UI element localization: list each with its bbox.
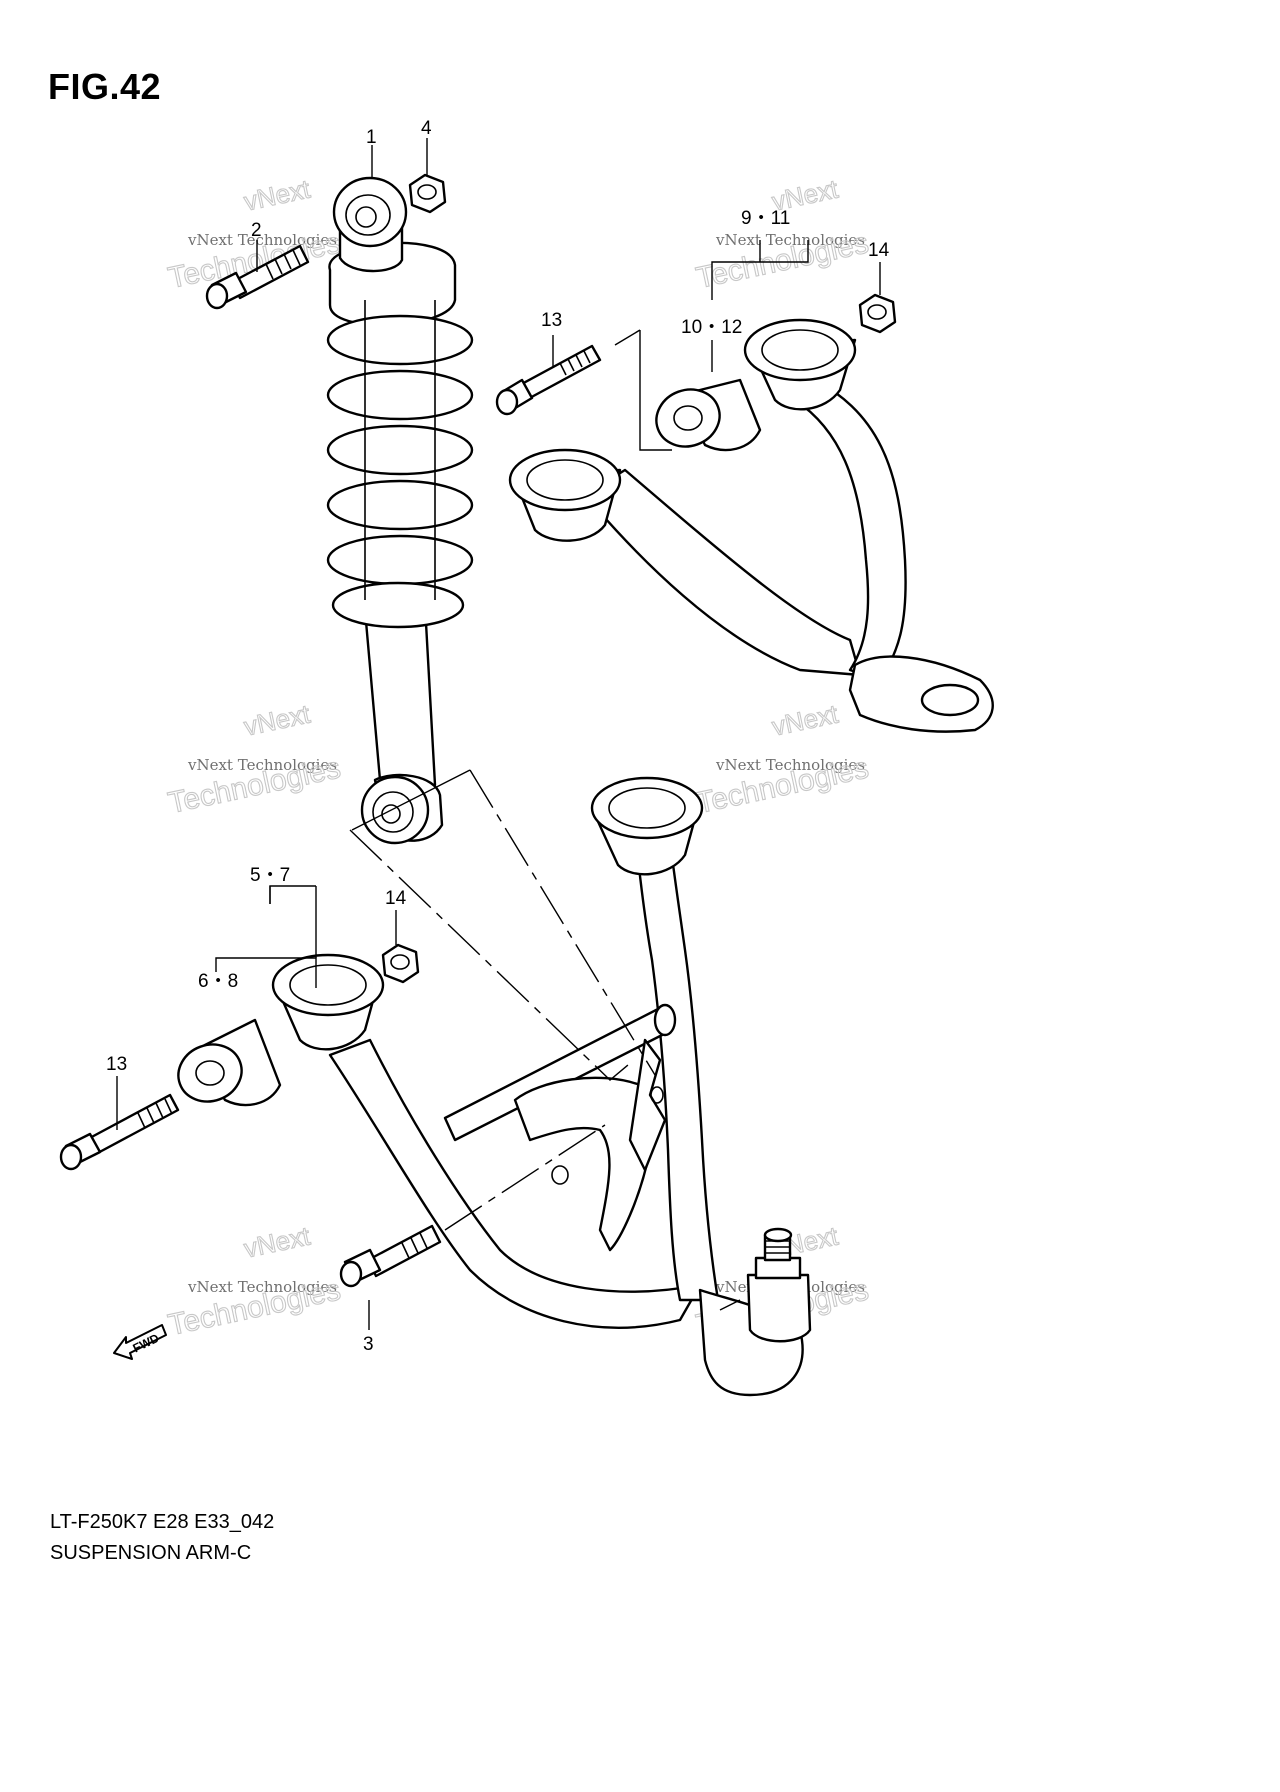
callout-3: 3 — [363, 1334, 374, 1355]
shock-lower-bolt — [339, 1224, 442, 1288]
watermark-company: vNext Technologies — [187, 756, 337, 774]
upper-lock-nut — [858, 293, 897, 334]
watermark-vnext: vNext — [241, 698, 313, 741]
fwd-arrow-icon: FWD — [113, 1324, 167, 1360]
callout-2: 2 — [251, 220, 262, 241]
watermark-company: vNext Technologies — [715, 231, 865, 249]
shock-absorber — [326, 176, 474, 845]
lower-pivot-bolt — [59, 1093, 180, 1171]
upper-pivot-bolt — [495, 344, 602, 416]
callout-13-lower: 13 — [106, 1054, 127, 1075]
callout-labels: 1 4 2 3 9・11 10・12 13 14 5・7 6・8 14 13 — [106, 118, 890, 1355]
watermark-company: vNext Technologies — [187, 231, 337, 249]
callout-4: 4 — [421, 118, 432, 139]
drawing-code: LT-F250K7 E28 E33_042 — [50, 1511, 275, 1533]
shock-top-nut — [408, 173, 447, 214]
watermark-vnext: vNext — [241, 173, 313, 216]
watermark-vnext: vNext — [241, 1220, 313, 1263]
callout-10-12: 10・12 — [681, 317, 742, 338]
upper-suspension-arm — [508, 318, 994, 733]
callout-6-8: 6・8 — [198, 971, 238, 992]
lower-suspension-arm — [271, 776, 812, 1397]
drawing-name: SUSPENSION ARM-C — [50, 1542, 252, 1564]
upper-rubber-bushing — [655, 378, 762, 452]
callout-14-lower: 14 — [385, 888, 407, 909]
callout-9-11: 9・11 — [741, 208, 790, 229]
callout-5-7: 5・7 — [250, 865, 290, 886]
callout-13-upper: 13 — [541, 310, 562, 331]
callout-1: 1 — [366, 127, 377, 148]
callout-14-upper: 14 — [868, 240, 890, 261]
lower-rubber-bushing — [177, 1018, 282, 1107]
shock-top-bolt — [205, 244, 310, 310]
lower-lock-nut — [381, 943, 420, 984]
watermark-company: vNext Technologies — [715, 756, 865, 774]
leader-lines — [116, 138, 881, 1330]
watermark-vnext: vNext — [769, 698, 841, 741]
watermark-company: vNext Technologies — [187, 1278, 337, 1296]
figure-title: FIG.42 — [48, 66, 162, 107]
